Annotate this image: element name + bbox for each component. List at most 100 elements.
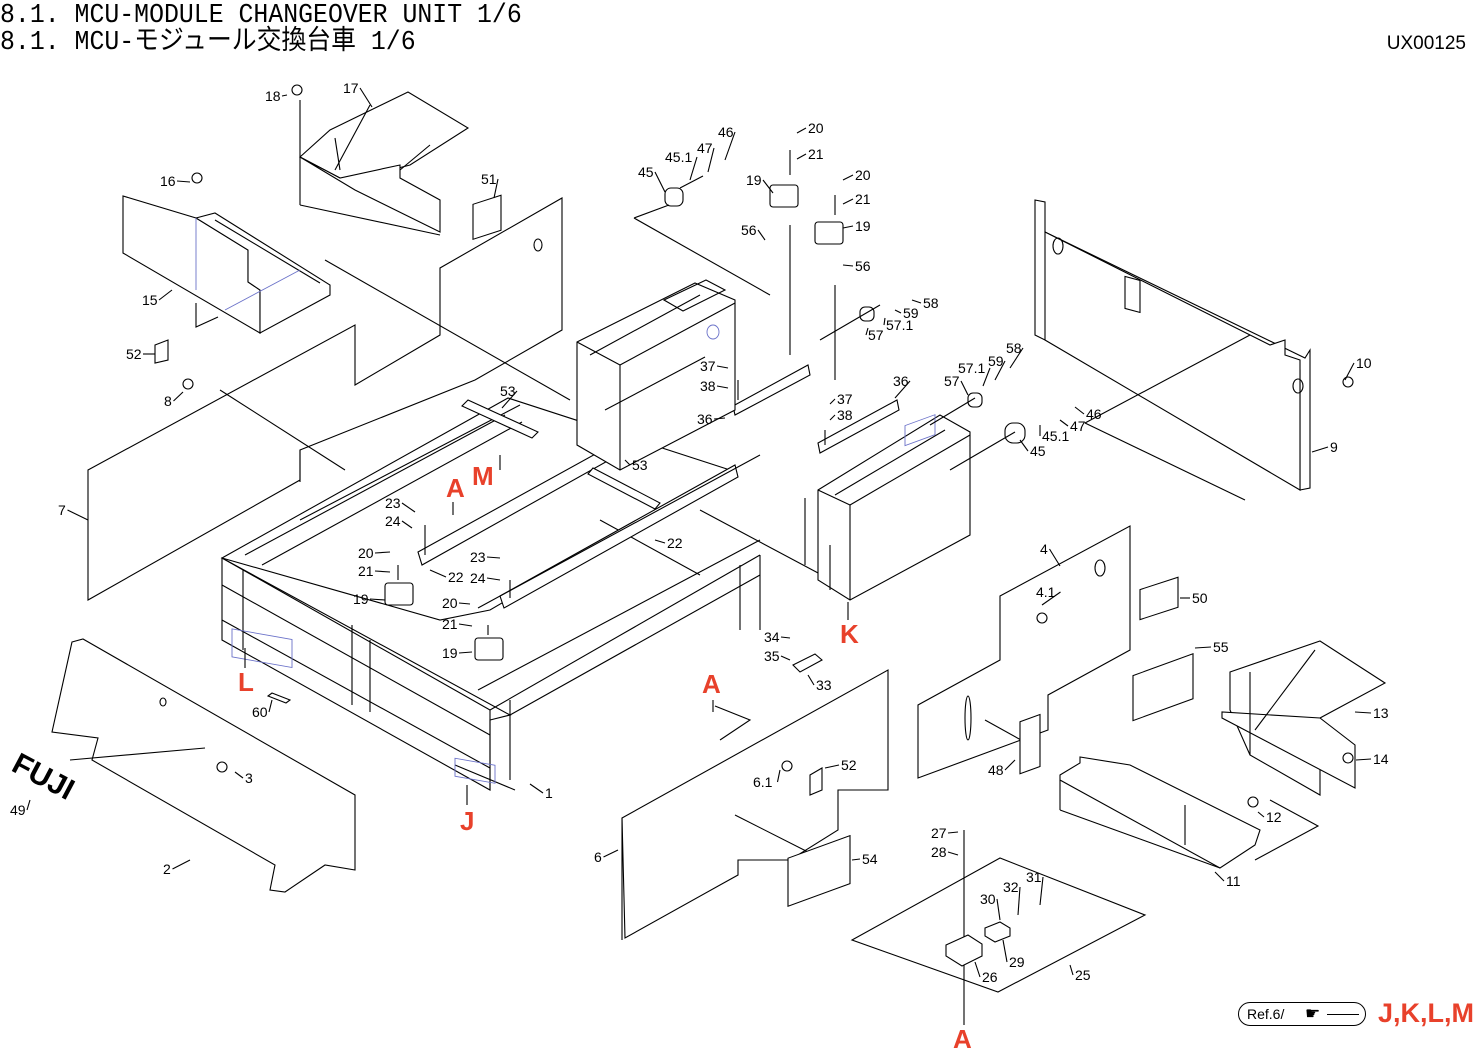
part-callout-60: 60 [252, 704, 268, 720]
part-49-fuji-decal: FUJI [7, 747, 80, 807]
part-callout-59: 59 [988, 353, 1004, 369]
part-callout-18: 18 [265, 88, 281, 104]
callout-leader-line [716, 385, 729, 389]
part-callout-36: 36 [893, 373, 909, 389]
part-callout-15: 15 [142, 292, 158, 308]
callout-leader-line [796, 127, 807, 134]
part-2-lower-panel [51, 638, 356, 893]
part-callout-56: 56 [855, 258, 871, 274]
callout-leader-line [486, 556, 501, 559]
part-callout-20: 20 [855, 167, 871, 183]
callout-leader-line [603, 849, 619, 858]
callout-leader-line [1257, 811, 1265, 818]
callout-leader-line [689, 156, 698, 181]
part-callout-57-1: 57.1 [886, 317, 913, 333]
part-callout-25: 25 [1075, 967, 1091, 983]
callout-leader-line [172, 859, 191, 870]
part-callout-12: 12 [1266, 809, 1282, 825]
reference-markers: A M K L J A A [238, 455, 972, 1049]
callout-leader-line [486, 577, 501, 581]
part-callout-26: 26 [982, 969, 998, 985]
part-callout-21: 21 [808, 146, 824, 162]
part-callout-2: 2 [163, 861, 171, 877]
rails-group [417, 364, 900, 691]
part-callout-20: 20 [358, 545, 374, 561]
callout-leader-line [883, 317, 886, 326]
callout-leader-line [401, 502, 416, 513]
fuji-logo: FUJI [7, 747, 80, 807]
part-callout-38: 38 [837, 407, 853, 423]
part-callout-13: 13 [1373, 705, 1389, 721]
callout-leader-line [894, 380, 911, 399]
part-callout-55: 55 [1213, 639, 1229, 655]
callout-leader-line [624, 459, 631, 466]
callout-leader-line [842, 174, 854, 181]
callout-leader-line [1039, 876, 1044, 906]
hardware-fasteners [154, 84, 1354, 907]
part-callout-17: 17 [343, 80, 359, 96]
assembly-leader-lines [397, 150, 1016, 635]
callout-leader-line [458, 651, 473, 654]
part-callout-8: 8 [164, 393, 172, 409]
part-callout-32: 32 [1003, 879, 1019, 895]
part-11-tray [1059, 756, 1320, 869]
part-callout-20: 20 [808, 120, 824, 136]
callout-leader-line [762, 179, 774, 194]
part-callout-20: 20 [442, 595, 458, 611]
part-callout-49: 49 [10, 802, 26, 818]
part-callout-47: 47 [697, 140, 713, 156]
part-callout-57: 57 [944, 373, 960, 389]
part-callout-31: 31 [1026, 869, 1042, 885]
callout-leader-line [780, 655, 791, 661]
page-title-japanese: 8.1. MCU-モジュール交換台車 1/6 [0, 28, 416, 58]
callout-leader-line [1311, 446, 1329, 453]
callout-leader-line [829, 414, 836, 421]
part-callout-52: 52 [841, 757, 857, 773]
callout-leader-line [429, 569, 447, 578]
part-callout-21: 21 [442, 616, 458, 632]
part-callout-57: 57 [868, 327, 884, 343]
part-callout-34: 34 [764, 629, 780, 645]
part-15-tray [122, 195, 331, 334]
reference-marker-m: M [472, 461, 494, 491]
part-callout-4: 4 [1040, 541, 1048, 557]
part-callout-53: 53 [500, 383, 516, 399]
callout-leader-line [911, 299, 922, 304]
callout-leader-line [713, 417, 726, 420]
part-callout-36: 36 [697, 411, 713, 427]
part-callout-33: 33 [816, 677, 832, 693]
part-callout-14: 14 [1373, 751, 1389, 767]
right-riser-block [804, 414, 971, 601]
callout-leader-line [493, 178, 499, 199]
part-callout-9: 9 [1330, 439, 1338, 455]
callout-leader-line [374, 551, 391, 554]
reference-leader-line [1327, 1014, 1359, 1015]
reference-targets: J,K,L,M [1378, 998, 1474, 1028]
callout-leader-line [842, 198, 854, 205]
part-callout-37: 37 [700, 358, 716, 374]
part-callout-22: 22 [667, 535, 683, 551]
callout-leader-line [529, 783, 544, 794]
page-title-english: 8.1. MCU-MODULE CHANGEOVER UNIT 1/6 [0, 1, 522, 31]
callout-leader-line [281, 94, 288, 97]
callout-leader-line [1354, 711, 1372, 714]
part-callout-21: 21 [358, 563, 374, 579]
callout-leader-line [807, 674, 815, 686]
part-callout-3: 3 [245, 770, 253, 786]
callout-leader-line [780, 636, 791, 639]
part-callout-46: 46 [718, 124, 734, 140]
callout-leader-line [234, 771, 244, 779]
part-callout-23: 23 [385, 495, 401, 511]
part-callout-19: 19 [855, 218, 871, 234]
callout-leader-line [865, 327, 869, 336]
callout-leader-line [458, 623, 473, 627]
part-callout-45: 45 [1030, 443, 1046, 459]
part-callout-54: 54 [862, 851, 878, 867]
part-callout-10: 10 [1356, 355, 1372, 371]
reference-marker-l: L [238, 667, 254, 697]
callout-leader-line [994, 360, 1006, 381]
document-code: UX00125 [1386, 33, 1466, 54]
callout-leader-line [1214, 871, 1225, 882]
part-callout-45-1: 45.1 [1042, 428, 1069, 444]
callout-leader-line [824, 764, 840, 769]
